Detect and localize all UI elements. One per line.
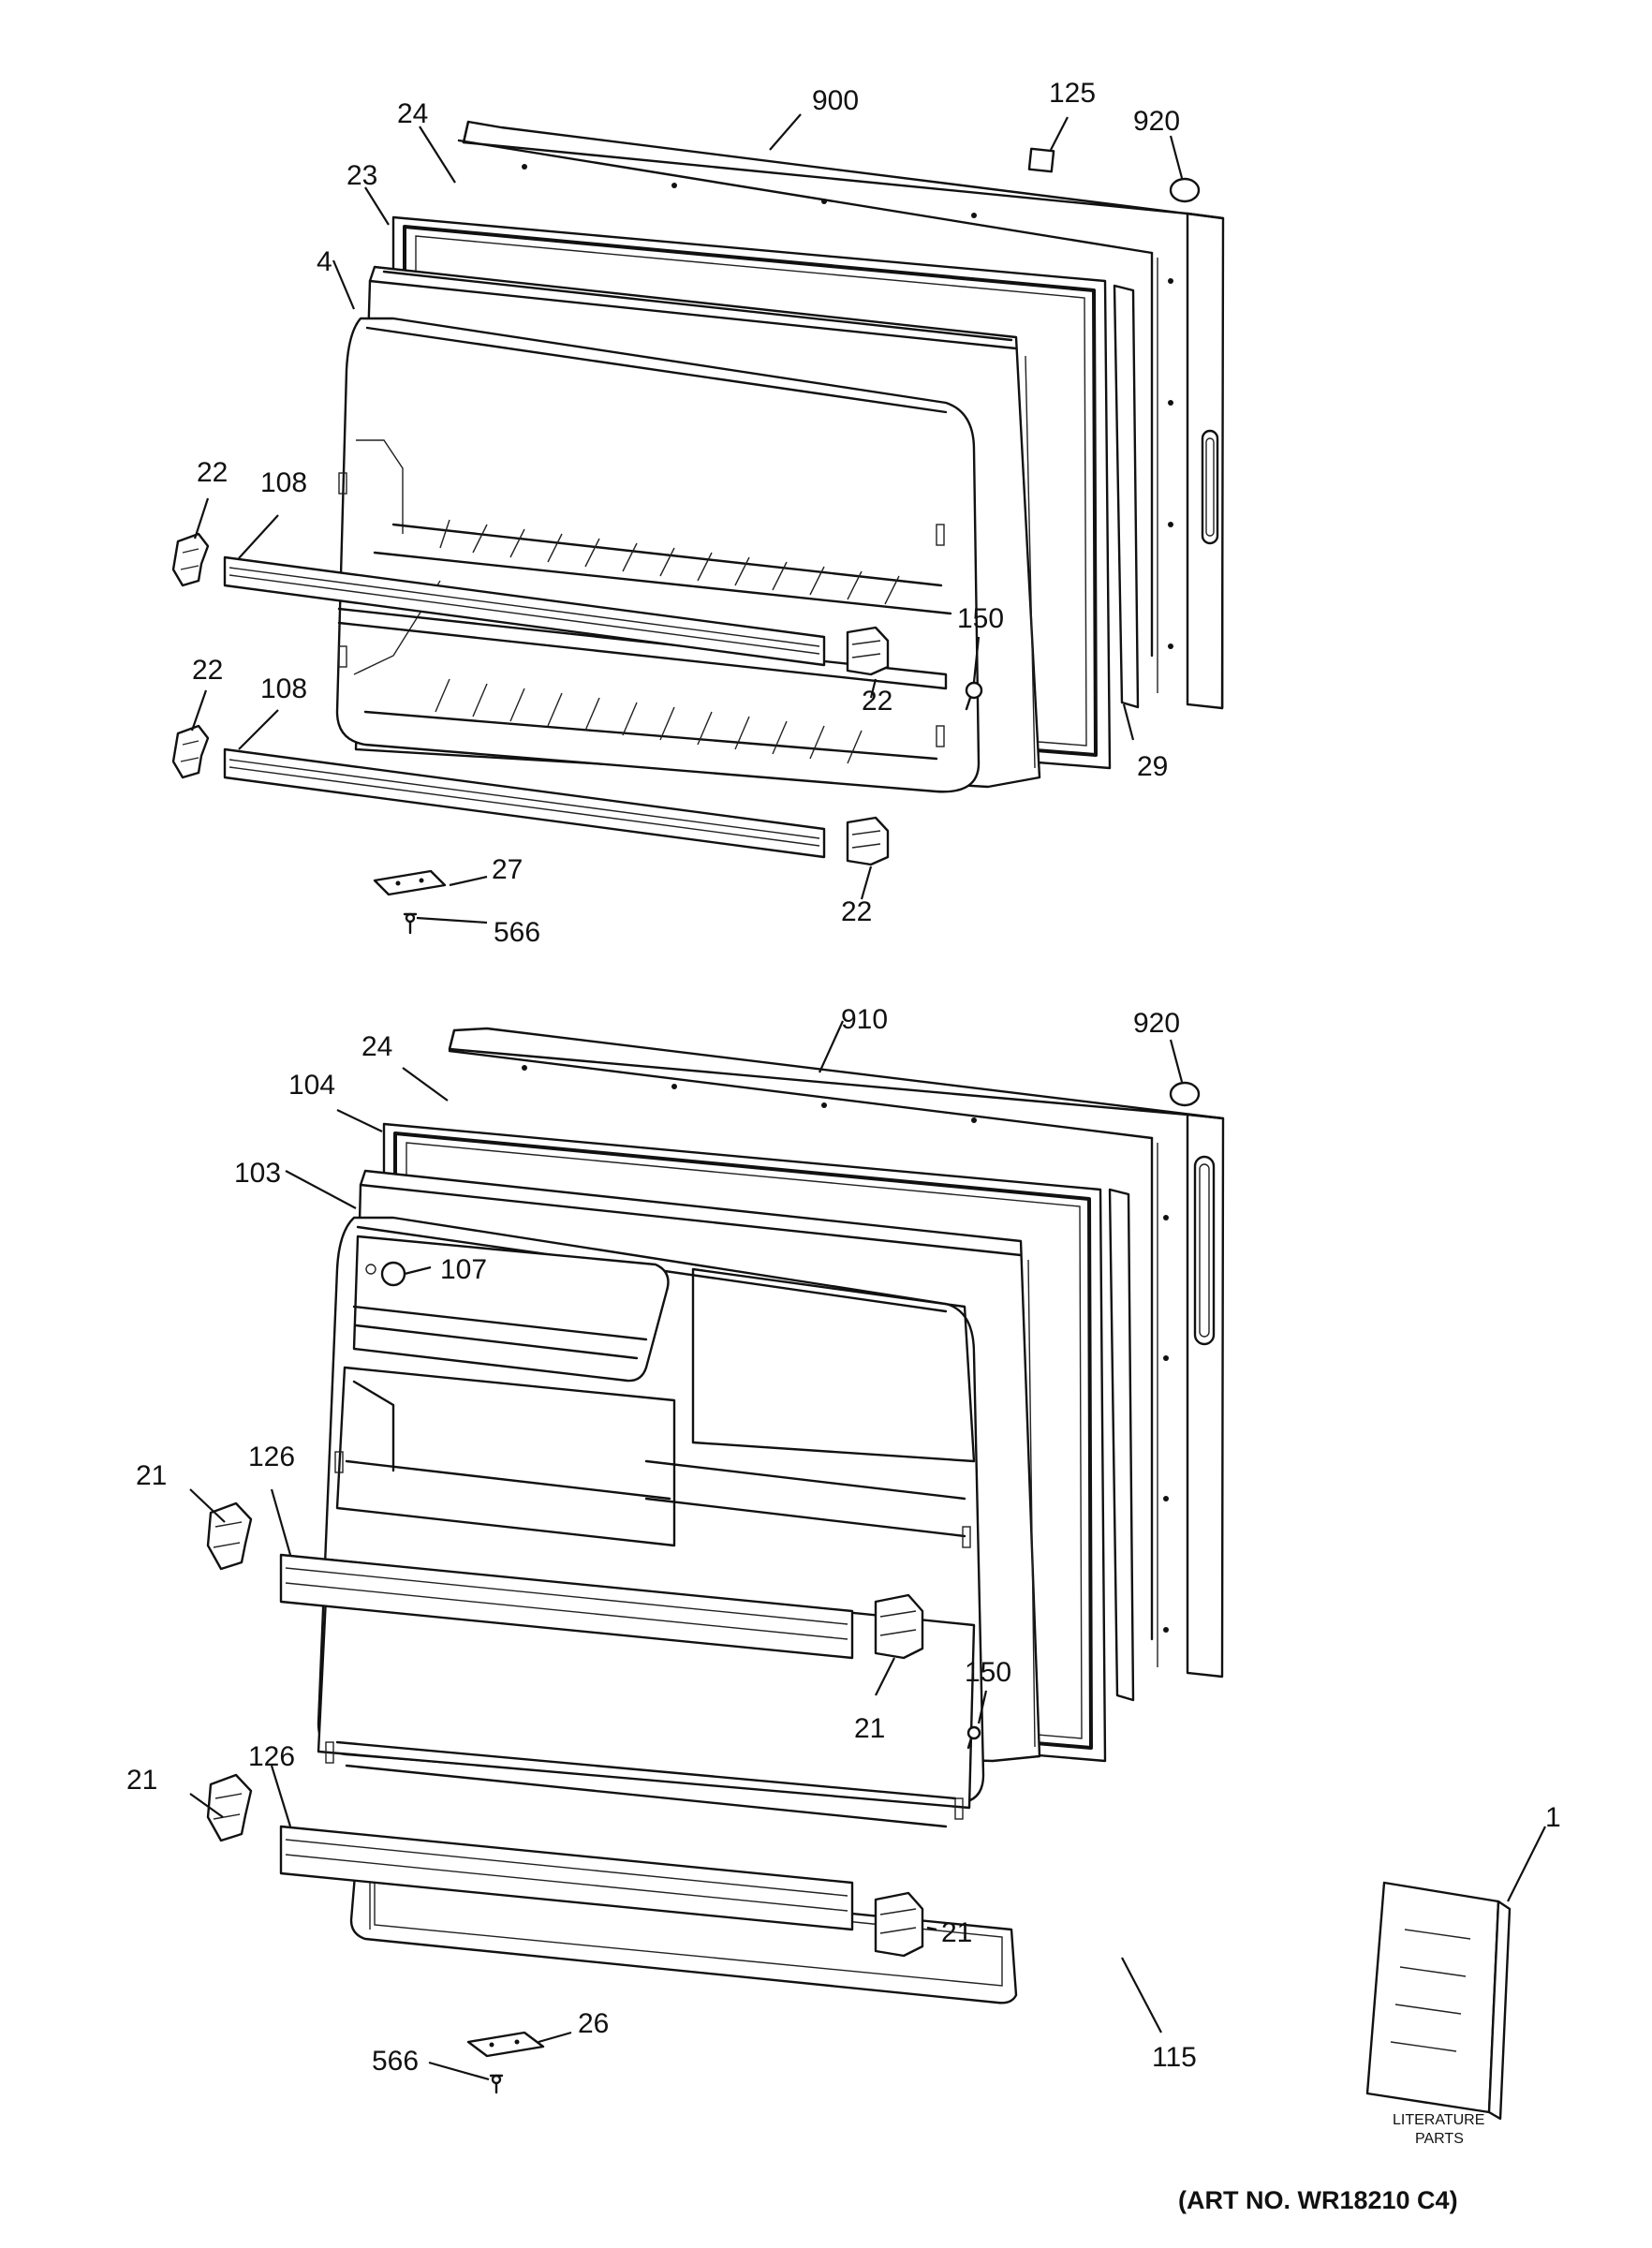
literature-label-line2: PARTS [1415, 2131, 1464, 2147]
shelf-bar-126-lower [279, 1825, 854, 1931]
plug-125 [1027, 147, 1055, 173]
label-103: 103 [234, 1158, 281, 1189]
cap-920-top [1169, 177, 1201, 203]
shelf-end-cap-21-lower-right [874, 1891, 924, 1958]
screw-566-top [403, 912, 418, 935]
hinge-pad-26 [466, 2031, 545, 2058]
shelf-bar-126-upper [279, 1553, 854, 1660]
label-150-top: 150 [957, 603, 1004, 634]
screw-150-top [965, 681, 983, 711]
label-900: 900 [812, 85, 859, 116]
label-107: 107 [440, 1254, 487, 1285]
label-566-bot: 566 [372, 2046, 419, 2077]
shelf-end-cap-21-upper-left [206, 1501, 253, 1571]
fresh-food-door-assembly [206, 1027, 1225, 2094]
label-21-d: 21 [126, 1765, 157, 1796]
label-24-top: 24 [397, 98, 428, 129]
shelf-end-cap-21-upper-right [874, 1593, 924, 1660]
part-labels: 900 125 920 24 23 4 22 108 150 22 22 108… [126, 78, 1561, 2214]
label-4: 4 [317, 246, 332, 277]
label-566-top: 566 [494, 917, 540, 948]
screw-566-bottom [489, 2074, 504, 2094]
literature-parts-booklet [1365, 1881, 1512, 2121]
label-26: 26 [578, 2008, 609, 2039]
cap-920-bottom [1169, 1081, 1201, 1107]
label-24-bot: 24 [361, 1031, 392, 1062]
label-23: 23 [347, 160, 377, 191]
art-number: (ART NO. WR18210 C4) [1178, 2186, 1458, 2214]
label-920-bot: 920 [1133, 1008, 1180, 1039]
door-gasket-strip-115 [1108, 1188, 1135, 1702]
hinge-pad-27 [373, 869, 447, 896]
outer-door-panel-900 [457, 120, 1225, 710]
door-liner-103 [317, 1169, 1041, 2004]
label-22-c: 22 [192, 655, 223, 686]
label-910: 910 [841, 1004, 888, 1035]
label-125: 125 [1049, 78, 1096, 109]
freezer-door-assembly [171, 120, 1225, 935]
label-104: 104 [288, 1070, 335, 1101]
label-21-b: 21 [854, 1713, 885, 1744]
label-22-d: 22 [841, 896, 872, 927]
label-22-a: 22 [197, 457, 228, 488]
label-22-b: 22 [862, 686, 892, 717]
label-21-c: 21 [941, 1917, 972, 1948]
label-126-b: 126 [248, 1741, 295, 1772]
label-108-b: 108 [260, 673, 307, 704]
label-21-a: 21 [136, 1460, 167, 1491]
screw-150-bottom [966, 1725, 981, 1750]
label-27: 27 [492, 854, 523, 885]
shelf-bar-108-upper [223, 555, 826, 667]
shelf-end-cap-22-lower-right [846, 816, 890, 866]
label-108-a: 108 [260, 467, 307, 498]
door-gasket-strip-29 [1113, 284, 1140, 709]
literature-label-line1: LITERATURE [1393, 2112, 1484, 2128]
label-150-bot: 150 [965, 1657, 1011, 1688]
shelf-end-cap-22-upper-left [171, 532, 210, 587]
leader-lines [189, 113, 1546, 2081]
shelf-end-cap-21-lower-left [206, 1773, 253, 1842]
shelf-end-cap-22-lower-left [171, 724, 210, 779]
door-liner-4 [335, 265, 1041, 793]
shelf-end-cap-22-upper-right [846, 626, 890, 676]
label-126-a: 126 [248, 1442, 295, 1472]
shelf-bar-108-lower [223, 747, 826, 859]
label-29: 29 [1137, 751, 1168, 782]
label-920-top: 920 [1133, 106, 1180, 137]
outer-door-panel-910 [448, 1027, 1225, 1679]
label-1: 1 [1545, 1802, 1561, 1833]
label-115: 115 [1152, 2042, 1197, 2073]
